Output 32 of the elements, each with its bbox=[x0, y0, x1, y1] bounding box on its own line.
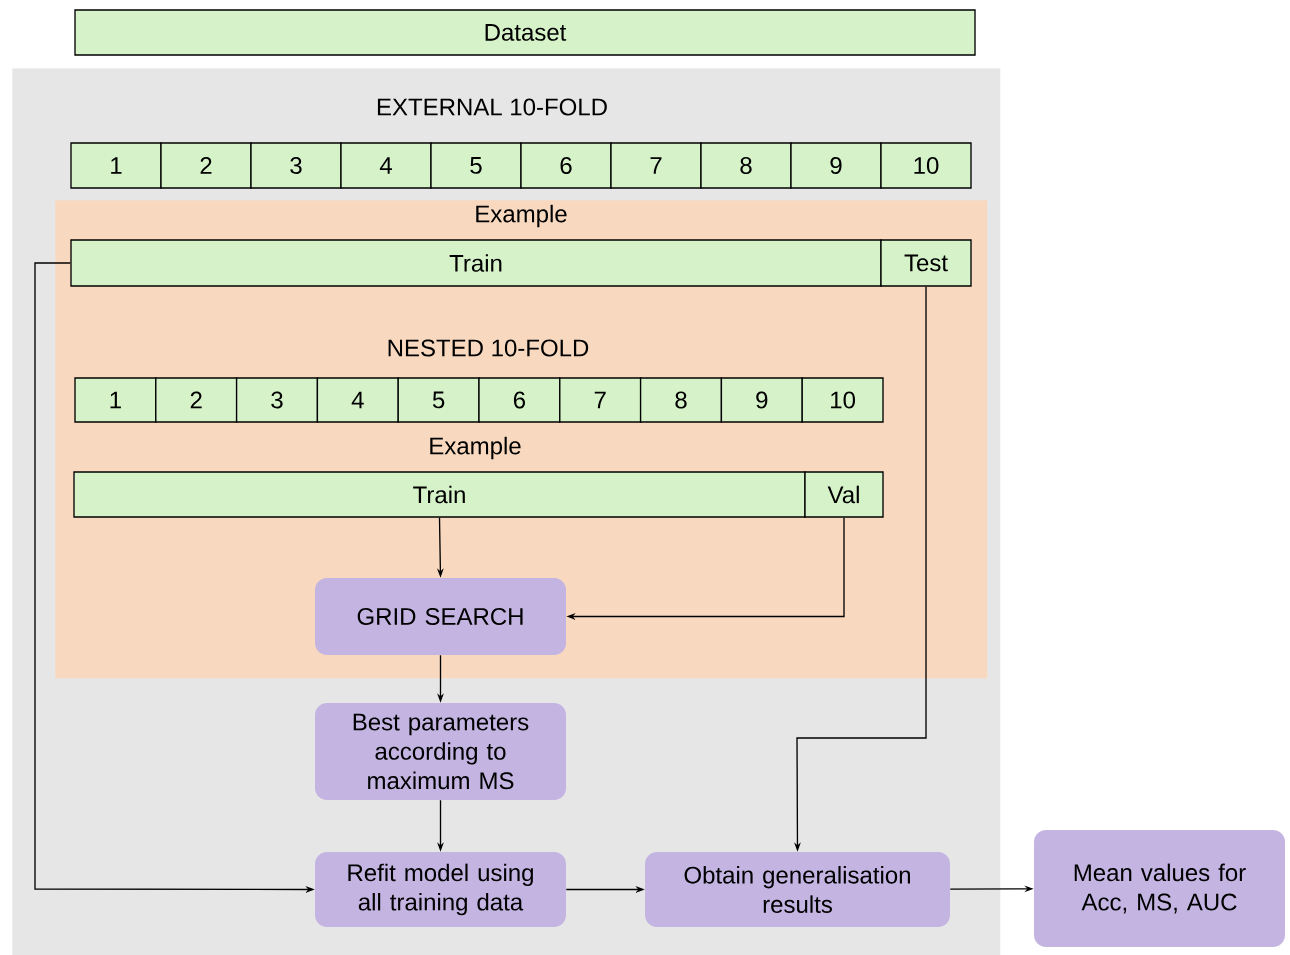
panel-heading: EXTERNAL 10-FOLD bbox=[377, 98, 607, 116]
data-box: 1 bbox=[74, 377, 157, 423]
data-box: Dataset bbox=[74, 9, 976, 56]
data-box: 9 bbox=[720, 377, 803, 423]
data-box: 10 bbox=[880, 142, 972, 189]
data-box: Test bbox=[880, 239, 972, 287]
data-box: 10 bbox=[801, 377, 884, 423]
data-box: 2 bbox=[155, 377, 238, 423]
data-box: 5 bbox=[430, 142, 522, 189]
process-box: Mean values for Acc, MS, AUC bbox=[1034, 830, 1285, 947]
data-box: 4 bbox=[316, 377, 399, 423]
data-box: 3 bbox=[235, 377, 319, 423]
data-box: 3 bbox=[250, 142, 342, 189]
data-box: 1 bbox=[70, 142, 162, 189]
data-box: Val bbox=[804, 471, 884, 518]
data-box: 5 bbox=[397, 377, 480, 423]
process-box: Obtain generalisation results bbox=[645, 852, 950, 927]
data-box: 7 bbox=[559, 377, 642, 423]
data-box: 9 bbox=[790, 142, 882, 189]
data-box: 7 bbox=[610, 142, 702, 189]
data-box: 6 bbox=[520, 142, 612, 189]
data-box: 2 bbox=[160, 142, 252, 189]
data-box: 8 bbox=[639, 377, 723, 423]
data-box: 4 bbox=[340, 142, 432, 189]
data-box: 8 bbox=[700, 142, 792, 189]
process-box: GRID SEARCH bbox=[315, 578, 566, 655]
panel-heading: Example bbox=[476, 204, 567, 228]
process-box: Best parameters according to maximum MS bbox=[315, 703, 566, 800]
section-heading: Example bbox=[430, 436, 521, 460]
process-box: Refit model using all training data bbox=[315, 852, 566, 927]
section-heading: NESTED 10-FOLD bbox=[388, 339, 589, 357]
data-box: 6 bbox=[478, 377, 561, 423]
